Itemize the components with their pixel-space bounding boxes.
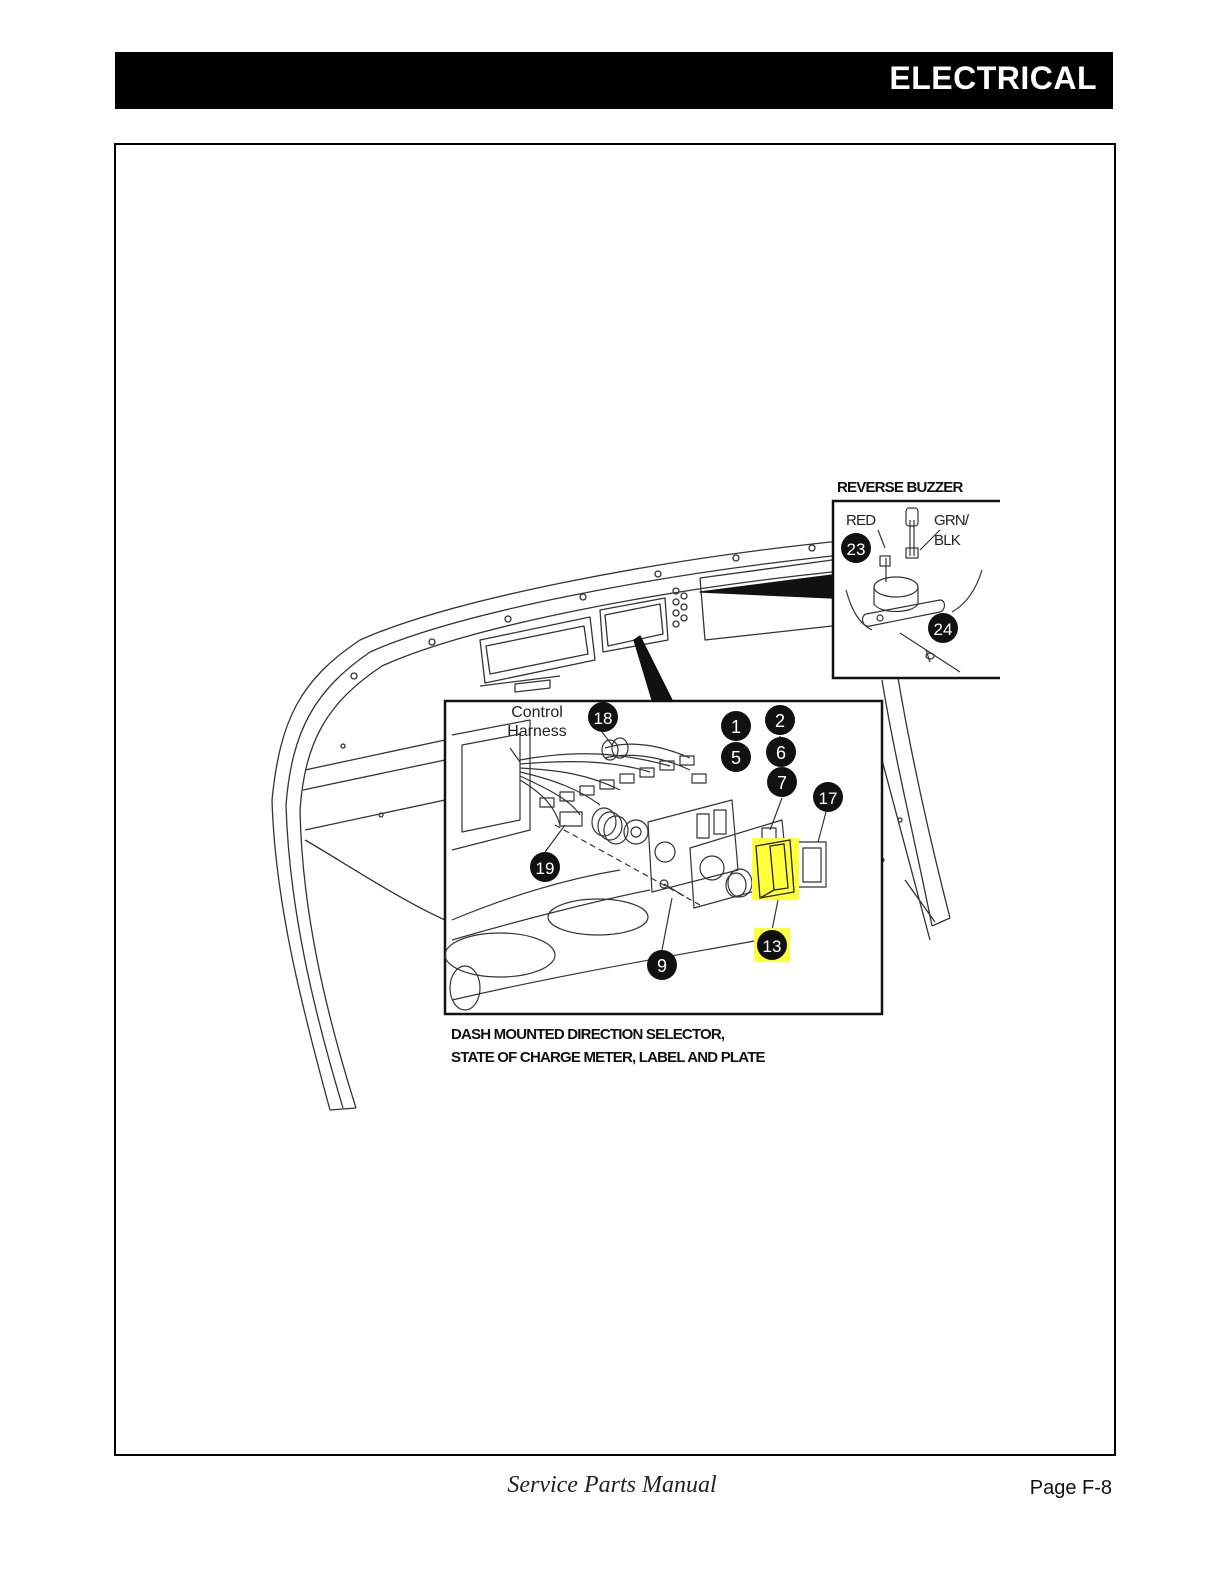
caption-line1: DASH MOUNTED DIRECTION SELECTOR, xyxy=(451,1026,725,1043)
callout-23-label: 23 xyxy=(847,540,866,559)
wire-label-red: RED xyxy=(846,512,876,529)
caption-line2: STATE OF CHARGE METER, LABEL AND PLATE xyxy=(451,1049,766,1066)
callout-2 xyxy=(765,705,795,735)
dashboard-illustration xyxy=(271,539,951,1111)
page-number: Page F-8 xyxy=(1029,1477,1112,1499)
control-harness-label-line2: Harness xyxy=(507,723,567,740)
callout-19-label: 19 xyxy=(536,859,555,878)
callout-9 xyxy=(647,950,677,980)
section-header-bar: ELECTRICAL xyxy=(115,52,1113,109)
callout-13-label: 13 xyxy=(763,937,782,956)
callout-9-label: 9 xyxy=(657,956,667,976)
callout-18 xyxy=(588,702,618,732)
callout-17-label: 17 xyxy=(819,789,838,808)
callout-5 xyxy=(721,742,751,772)
reverse-buzzer-art xyxy=(845,507,983,673)
callout-2-label: 2 xyxy=(775,711,785,731)
reverse-buzzer-title: REVERSE BUZZER xyxy=(837,479,963,496)
callout-6 xyxy=(766,737,796,767)
callout-6-label: 6 xyxy=(776,743,786,763)
detail-box-reverse-buzzer xyxy=(831,499,1000,680)
callout-24 xyxy=(928,613,958,643)
callout-19 xyxy=(530,852,560,882)
wire-label-blk: BLK xyxy=(934,532,961,549)
callout-1-label: 1 xyxy=(731,717,741,737)
control-harness-label-line1: Control xyxy=(511,704,563,721)
callout-5-label: 5 xyxy=(731,748,741,768)
callout-23 xyxy=(841,533,871,563)
callout-1 xyxy=(721,711,751,741)
callout-7-label: 7 xyxy=(777,773,787,793)
callout-17 xyxy=(813,782,843,812)
callout-7 xyxy=(767,767,797,797)
wire-label-grn: GRN/ xyxy=(934,512,970,529)
callout-group: 1 2 5 6 7 17 18 19 9 13 xyxy=(530,702,843,980)
figure-frame xyxy=(114,143,1116,1456)
callout-13 xyxy=(757,930,787,960)
manual-title: Service Parts Manual xyxy=(507,1472,717,1498)
callout-18-label: 18 xyxy=(594,709,613,728)
callout-24-label: 24 xyxy=(934,620,953,639)
section-title: ELECTRICAL xyxy=(889,60,1097,96)
